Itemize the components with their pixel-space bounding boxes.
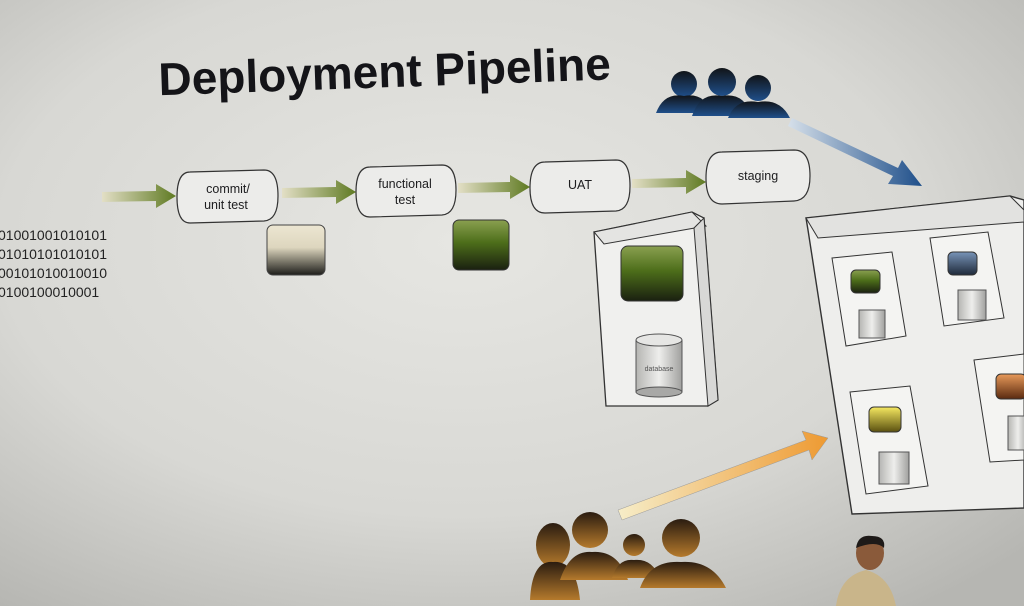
users-team-icon — [530, 512, 726, 600]
arrow-right-icon — [632, 170, 706, 194]
arrow-right-icon — [102, 184, 176, 208]
stage-functional-test: functional test — [355, 164, 457, 218]
arrow-up-right-icon — [617, 430, 829, 521]
operations-team-icon — [656, 68, 790, 118]
arrow-right-icon — [458, 175, 530, 199]
pipeline-arrows — [102, 170, 706, 208]
build-artifact-icon — [452, 219, 510, 271]
production-server-box — [805, 195, 1024, 515]
artifact-green-icon — [850, 269, 881, 294]
database-icon — [858, 309, 886, 339]
deployed-artifact-icon — [620, 245, 684, 302]
server-node — [849, 385, 929, 495]
database-icon — [878, 451, 910, 485]
artifact-blue-icon — [947, 251, 978, 276]
presenter — [836, 535, 896, 606]
stage-label: test — [395, 193, 416, 207]
server-node — [831, 251, 907, 347]
binary-line: 00101010010010 — [0, 265, 107, 281]
database-icon: database — [635, 333, 683, 398]
artifact-yellow-icon — [868, 406, 902, 433]
server-node — [929, 231, 1005, 327]
stage-label: commit/ — [206, 182, 250, 196]
binary-source-code: 01001001010101 01010101010101 0010101001… — [0, 227, 107, 300]
source-artifact-icon — [266, 224, 326, 276]
database-label: database — [645, 366, 674, 373]
arrow-right-icon — [282, 180, 356, 204]
stage-label: staging — [738, 169, 778, 183]
uat-server-box: database — [593, 211, 719, 407]
stage-uat: UAT — [529, 159, 631, 214]
artifact-orange-icon — [995, 373, 1024, 400]
server-node — [973, 353, 1024, 463]
stage-label: unit test — [204, 198, 248, 212]
stage-staging: staging — [705, 149, 811, 205]
stage-label: functional — [378, 177, 432, 191]
stage-commit: commit/ unit test — [176, 169, 279, 224]
stage-label: UAT — [568, 178, 592, 192]
binary-line: 01010101010101 — [0, 246, 107, 262]
arrow-down-right-icon — [788, 118, 922, 186]
binary-line: 01001001010101 — [0, 227, 107, 243]
database-icon — [957, 289, 987, 321]
binary-line: 0100100010001 — [0, 284, 99, 300]
database-icon — [1007, 415, 1024, 451]
